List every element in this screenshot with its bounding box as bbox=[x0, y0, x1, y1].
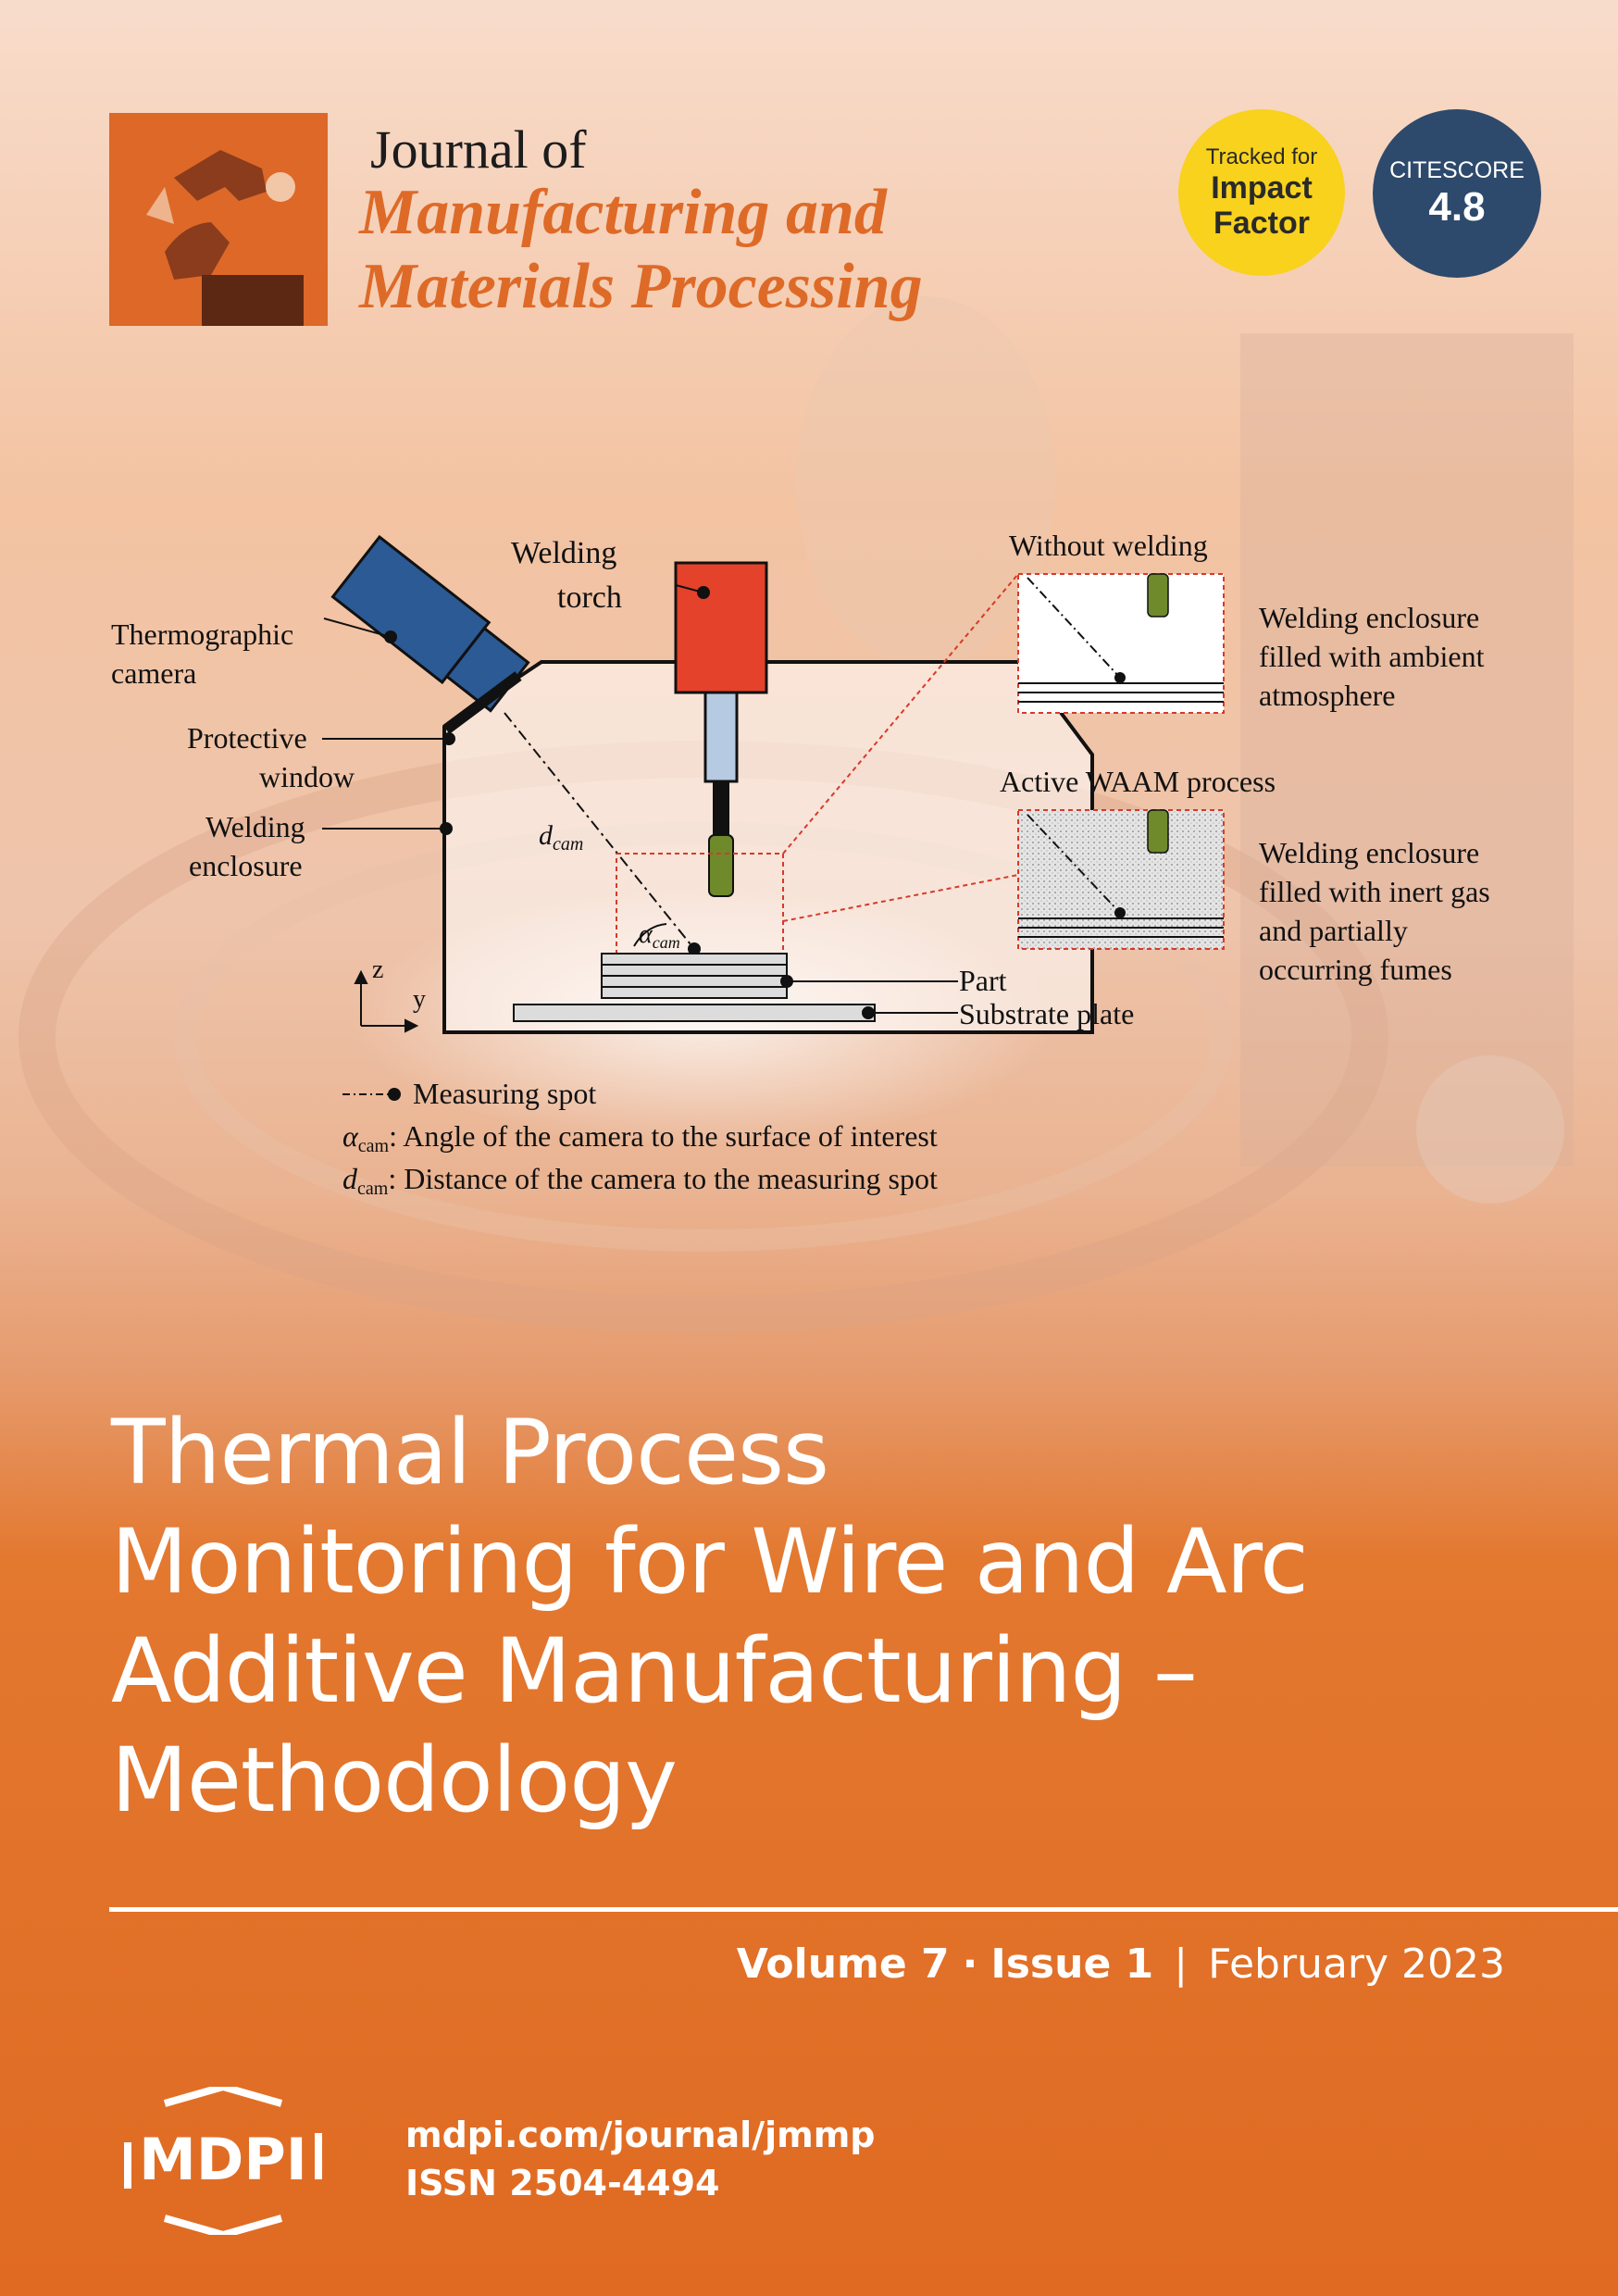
impact-badge-small: Tracked for bbox=[1205, 144, 1318, 169]
legend-d-cam: dcam: Distance of the camera to the meas… bbox=[342, 1162, 938, 1199]
citescore-value: 4.8 bbox=[1428, 184, 1486, 230]
measuring-line bbox=[504, 712, 695, 950]
label-ambient-3: atmosphere bbox=[1259, 679, 1396, 712]
label-welding-torch-1: Welding bbox=[511, 536, 616, 570]
alpha-cam-symbol: αcam bbox=[639, 920, 680, 952]
citescore-label: CITESCORE bbox=[1389, 157, 1525, 183]
substrate-plate bbox=[513, 1004, 876, 1022]
divider-rule bbox=[109, 1907, 1618, 1912]
axis-y-label: y bbox=[413, 985, 426, 1014]
article-title: Thermal Process Monitoring for Wire and … bbox=[111, 1398, 1555, 1835]
impact-badge-line2: Factor bbox=[1214, 206, 1310, 241]
label-welding-enclosure-2: enclosure bbox=[189, 849, 303, 882]
issue-dot: · bbox=[962, 1940, 978, 1988]
journal-url[interactable]: mdpi.com/journal/jmmp bbox=[405, 2115, 876, 2155]
legend-measuring-spot: Measuring spot bbox=[413, 1077, 596, 1110]
publisher-links: mdpi.com/journal/jmmp ISSN 2504-4494 bbox=[405, 2111, 876, 2207]
label-active-waam: Active WAAM process bbox=[1000, 765, 1276, 798]
title-line3: Additive Manufacturing – bbox=[111, 1619, 1198, 1723]
inset-without-welding bbox=[1017, 573, 1225, 714]
label-inert-2: filled with inert gas bbox=[1259, 875, 1490, 908]
issue-label: Issue 1 bbox=[990, 1940, 1154, 1988]
label-ambient-1: Welding enclosure bbox=[1259, 601, 1479, 634]
journal-issn: ISSN 2504-4494 bbox=[405, 2163, 720, 2203]
protective-window bbox=[442, 671, 522, 734]
label-protective-window-1: Protective bbox=[187, 721, 307, 755]
volume-label: Volume 7 bbox=[736, 1940, 950, 1988]
impact-factor-badge: Tracked for Impact Factor bbox=[1178, 109, 1345, 276]
d-cam-symbol: dcam bbox=[539, 820, 583, 855]
label-ambient-2: filled with ambient bbox=[1259, 640, 1485, 673]
journal-name-line1: Manufacturing and bbox=[359, 177, 887, 248]
journal-prefix: Journal of bbox=[370, 119, 587, 180]
measuring-spot bbox=[688, 942, 701, 955]
issue-separator: | bbox=[1174, 1940, 1189, 1988]
axis-indicator bbox=[354, 969, 419, 1033]
title-line4: Methodology bbox=[111, 1728, 678, 1832]
label-inert-1: Welding enclosure bbox=[1259, 836, 1479, 869]
welding-torch-tip bbox=[708, 834, 734, 897]
mdpi-logo-text: MDPI bbox=[139, 2126, 307, 2193]
legend-alpha-cam: αcam: Angle of the camera to the surface… bbox=[342, 1119, 938, 1156]
label-inert-3: and partially bbox=[1259, 914, 1408, 947]
waam-setup-diagram: z y Thermographic camera Protective wind… bbox=[111, 529, 1490, 1199]
label-welding-torch-2: torch bbox=[557, 580, 622, 615]
citescore-badge: CITESCORE 4.8 bbox=[1373, 109, 1541, 278]
label-without-welding: Without welding bbox=[1009, 529, 1208, 562]
label-part: Part bbox=[959, 964, 1007, 997]
axis-z-label: z bbox=[372, 955, 383, 984]
label-thermographic-camera-1: Thermographic bbox=[111, 618, 293, 651]
label-substrate-plate: Substrate plate bbox=[959, 997, 1134, 1030]
issue-date: February 2023 bbox=[1208, 1940, 1505, 1988]
journal-logo bbox=[109, 113, 328, 326]
issue-info: Volume 7 · Issue 1 | February 2023 bbox=[737, 1940, 1505, 1988]
label-thermographic-camera-2: camera bbox=[111, 656, 196, 690]
inset-active-waam bbox=[1017, 809, 1225, 950]
mdpi-logo: MDPI bbox=[124, 2087, 322, 2235]
label-inert-4: occurring fumes bbox=[1259, 953, 1452, 986]
journal-name-line2: Materials Processing bbox=[359, 251, 923, 322]
title-line1: Thermal Process bbox=[111, 1401, 829, 1504]
welding-torch-neck bbox=[703, 691, 739, 783]
impact-badge-line1: Impact bbox=[1211, 170, 1313, 206]
journal-name: Manufacturing and Materials Processing bbox=[359, 176, 1026, 324]
title-line2: Monitoring for Wire and Arc bbox=[111, 1510, 1309, 1614]
welding-torch-hose bbox=[713, 781, 729, 835]
welding-torch-body bbox=[674, 561, 768, 694]
label-welding-enclosure-1: Welding bbox=[205, 810, 305, 843]
label-protective-window-2: window bbox=[259, 760, 355, 793]
part-layers bbox=[601, 953, 788, 999]
